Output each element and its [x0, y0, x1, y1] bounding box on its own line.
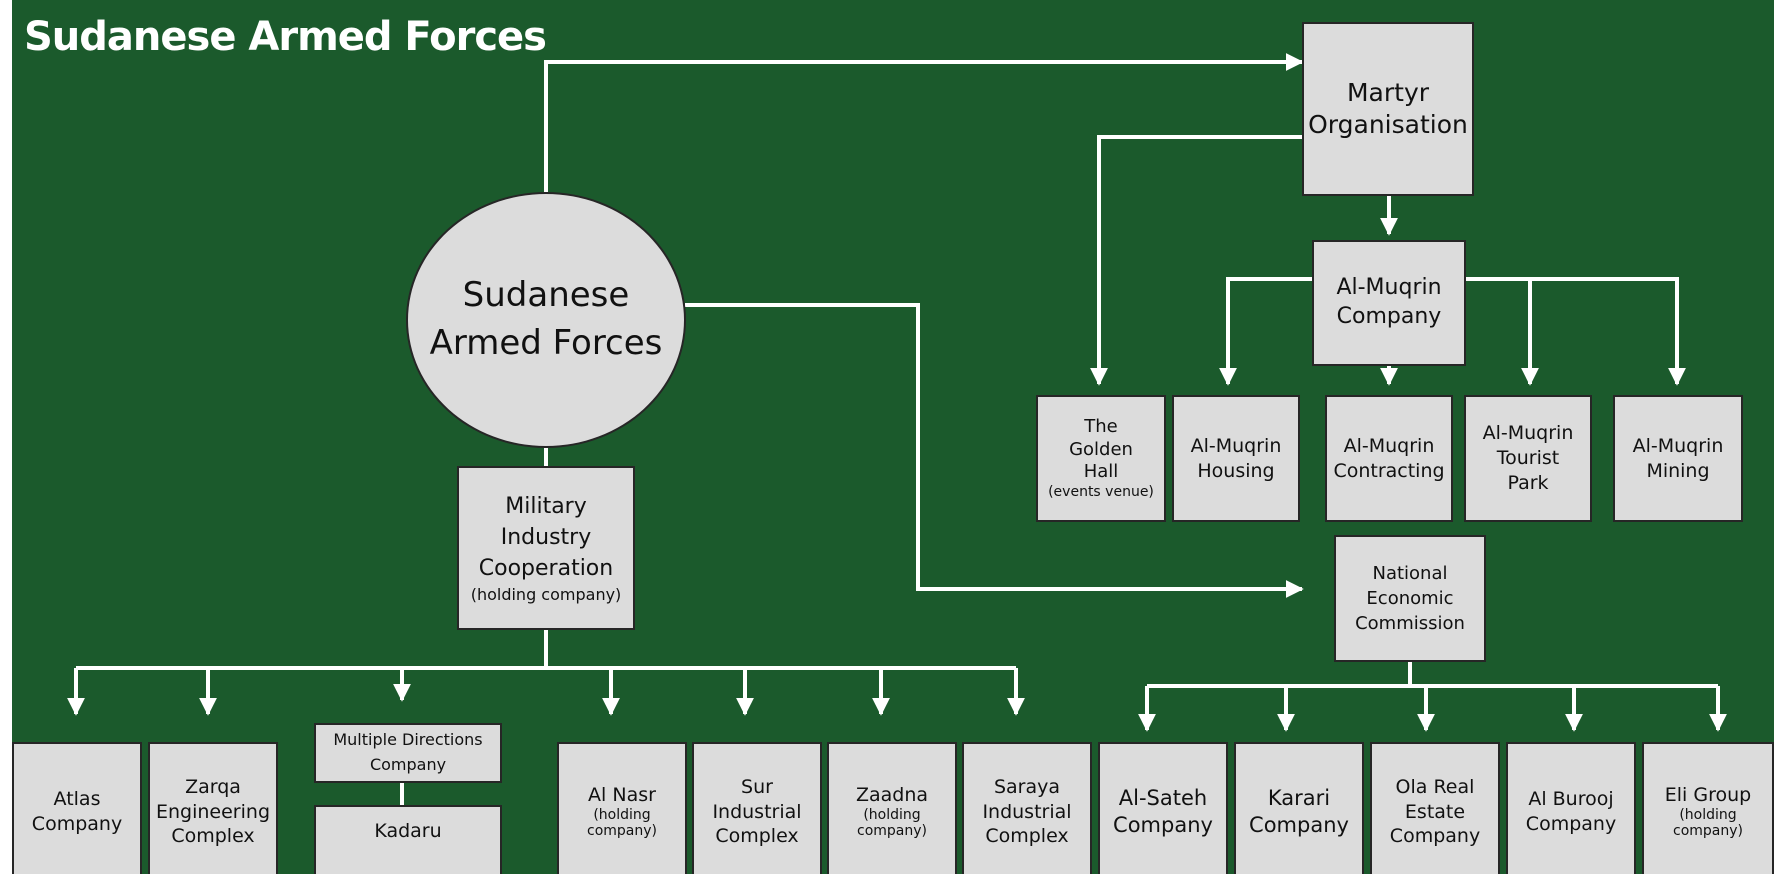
- node-label: Economic: [1366, 587, 1454, 609]
- node-label: Zaadna: [855, 783, 929, 806]
- node-label: Military: [505, 494, 587, 520]
- node-label: Zarqa: [185, 775, 241, 798]
- node-note: company): [857, 823, 927, 840]
- node-label: Complex: [171, 825, 255, 848]
- node-note: company): [1673, 823, 1743, 840]
- node-label: Estate: [1404, 800, 1466, 823]
- node-label: Tourist: [1496, 447, 1560, 470]
- zaadna-node[interactable]: Zaadna (holding company): [827, 742, 957, 874]
- multiple-directions-company-node[interactable]: Multiple Directions Company: [314, 723, 502, 783]
- node-label: Industrial: [712, 800, 802, 823]
- node-label: Karari: [1267, 785, 1331, 810]
- node-label: Company: [1525, 813, 1617, 835]
- saraya-industrial-complex-node[interactable]: Saraya Industrial Complex: [962, 742, 1092, 874]
- node-label: Eli Group: [1664, 783, 1752, 806]
- connector-martyr-golden-hall: [1090, 135, 1302, 386]
- connector-muqrin-left: [1219, 277, 1312, 386]
- national-economic-commission-node[interactable]: National Economic Commission: [1334, 535, 1486, 662]
- node-label: Company: [31, 813, 123, 835]
- node-label: Al-Muqrin: [1190, 434, 1282, 457]
- node-label: Company: [369, 755, 447, 774]
- node-label: Al-Muqrin: [1343, 434, 1435, 457]
- kadaru-node[interactable]: Kadaru: [314, 805, 502, 874]
- connector-saf-nec: [685, 303, 1304, 598]
- node-label: Mining: [1646, 459, 1710, 482]
- node-note: (holding: [593, 806, 651, 823]
- eli-group-node[interactable]: Eli Group (holding company): [1642, 742, 1774, 874]
- org-chart-canvas: Sudanese Armed Forces Sudanese Armed For…: [12, 0, 1774, 874]
- node-label: Housing: [1197, 459, 1275, 482]
- node-label: Atlas: [53, 788, 101, 811]
- node-label: Al Burooj: [1528, 788, 1614, 811]
- node-note: (holding: [863, 806, 921, 823]
- al-muqrin-housing-node[interactable]: Al-Muqrin Housing: [1172, 395, 1300, 522]
- node-note: (holding company): [470, 584, 622, 604]
- node-label: Organisation: [1308, 110, 1468, 139]
- sur-industrial-complex-node[interactable]: Sur Industrial Complex: [692, 742, 822, 874]
- node-label: Company: [1249, 813, 1349, 837]
- node-label: Engineering: [156, 800, 270, 823]
- node-label: Complex: [715, 825, 799, 848]
- node-label: Saraya: [993, 775, 1061, 798]
- node-label: Cooperation: [478, 555, 614, 581]
- karari-company-node[interactable]: Karari Company: [1234, 742, 1364, 874]
- ola-real-estate-company-node[interactable]: Ola Real Estate Company: [1370, 742, 1500, 874]
- chart-title: Sudanese Armed Forces: [24, 14, 547, 60]
- node-label: Armed Forces: [429, 323, 663, 363]
- node-label: Al-Muqrin: [1632, 434, 1724, 457]
- military-industry-cooperation-node[interactable]: Military Industry Cooperation (holding c…: [457, 466, 635, 630]
- connector-lines: [67, 53, 1727, 805]
- node-label: Al-Sateh: [1118, 785, 1208, 810]
- al-burooj-company-node[interactable]: Al Burooj Company: [1506, 742, 1636, 874]
- node-label: Contracting: [1333, 459, 1445, 482]
- sudanese-armed-forces-node[interactable]: Sudanese Armed Forces: [406, 192, 686, 448]
- connector-saf-martyr: [544, 53, 1304, 192]
- node-note: (events venue): [1048, 483, 1154, 500]
- golden-hall-node[interactable]: The Golden Hall (events venue): [1036, 395, 1166, 522]
- node-label: Al-Muqrin: [1336, 275, 1442, 301]
- node-label: Company: [1113, 813, 1213, 837]
- node-label: Industrial: [982, 800, 1072, 823]
- node-label: Golden: [1069, 438, 1133, 460]
- node-label: Kadaru: [374, 820, 442, 842]
- node-note: (holding: [1679, 806, 1737, 823]
- node-label: Park: [1507, 471, 1549, 494]
- node-label: Sudanese: [462, 275, 630, 316]
- node-label: Multiple Directions: [333, 730, 483, 750]
- al-muqrin-tourist-park-node[interactable]: Al-Muqrin Tourist Park: [1464, 395, 1592, 522]
- node-label: Hall: [1083, 461, 1119, 483]
- node-label: Commission: [1355, 613, 1465, 635]
- connector-muqrin-right: [1466, 277, 1686, 386]
- node-note: company): [587, 823, 657, 840]
- al-muqrin-company-node[interactable]: Al-Muqrin Company: [1312, 240, 1466, 366]
- node-label: Sur: [741, 775, 773, 798]
- atlas-company-node[interactable]: Atlas Company: [12, 742, 142, 874]
- node-label: Industry: [500, 525, 592, 550]
- node-label: National: [1372, 562, 1448, 584]
- al-muqrin-mining-node[interactable]: Al-Muqrin Mining: [1613, 395, 1743, 522]
- al-sateh-company-node[interactable]: Al-Sateh Company: [1098, 742, 1228, 874]
- node-label: Ola Real: [1395, 775, 1475, 798]
- node-label: Al-Muqrin: [1482, 422, 1574, 445]
- node-label: Complex: [985, 825, 1069, 848]
- node-label: The: [1084, 416, 1118, 438]
- al-muqrin-contracting-node[interactable]: Al-Muqrin Contracting: [1325, 395, 1453, 522]
- node-label: Company: [1389, 825, 1481, 848]
- node-label: Al Nasr: [588, 783, 656, 806]
- zarqa-engineering-complex-node[interactable]: Zarqa Engineering Complex: [148, 742, 278, 874]
- node-label: Martyr: [1346, 77, 1430, 107]
- node-label: Company: [1336, 304, 1442, 329]
- al-nasr-node[interactable]: Al Nasr (holding company): [557, 742, 687, 874]
- martyr-organisation-node[interactable]: Martyr Organisation: [1302, 22, 1474, 196]
